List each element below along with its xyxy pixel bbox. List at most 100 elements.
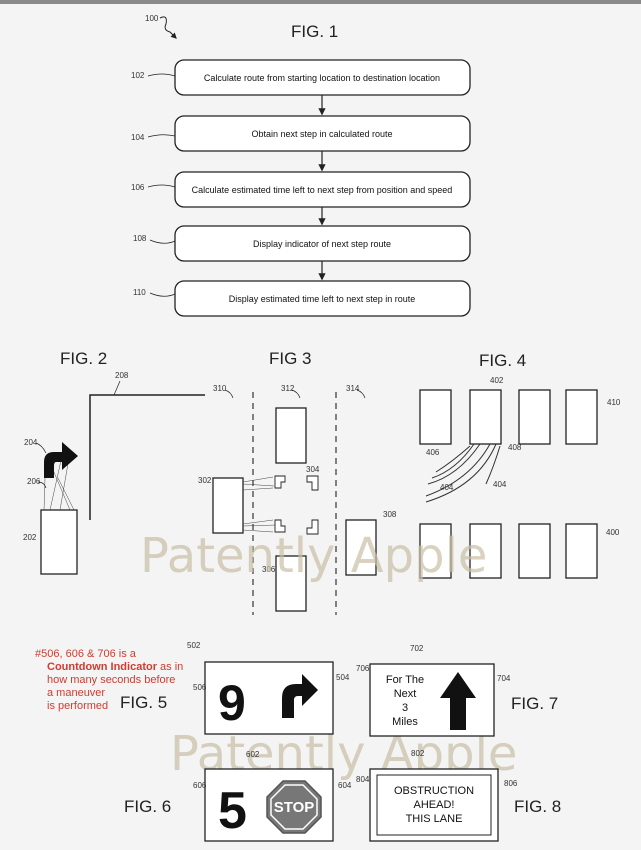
fig2: FIG. 2 208 202 204 206 xyxy=(23,349,205,575)
annotation-line-bold: Countdown Indicator as in xyxy=(47,661,183,673)
fig6-ref: 606 xyxy=(193,781,207,790)
fig3-title: FIG 3 xyxy=(269,349,312,368)
fig4-path-curves xyxy=(425,443,501,503)
fig3-projection xyxy=(242,476,277,533)
fig2-vehicle xyxy=(40,509,78,575)
watermark-text: Patently Apple xyxy=(140,528,487,584)
fig2-road-edge xyxy=(89,394,205,520)
fig7-ref: 706 xyxy=(356,664,370,673)
fig5-ref: 502 xyxy=(187,641,201,650)
flow-step-ref: 110 xyxy=(133,288,146,297)
fig4-vehicle xyxy=(469,389,502,445)
stop-sign-text: STOP xyxy=(274,799,315,816)
flow-step-108: Display indicator of next step route 108 xyxy=(133,225,471,262)
fig3: FIG 3 310 312 314 302 306 308 304 xyxy=(198,349,397,615)
fig4-ref: 408 xyxy=(508,443,522,452)
fig1: FIG. 1 100 Calculate route from starting… xyxy=(131,14,471,317)
fig4-title: FIG. 4 xyxy=(479,351,526,370)
fig8-ref: 806 xyxy=(504,779,518,788)
fig4-ref: 410 xyxy=(607,398,621,407)
fig3-ref: 308 xyxy=(383,510,397,519)
fig8-ref: 804 xyxy=(356,775,370,784)
fig8-ref: 802 xyxy=(411,749,425,758)
annotation-tail: as in xyxy=(157,661,183,673)
fig4-ref: 402 xyxy=(490,376,504,385)
fig2-ref: 202 xyxy=(23,533,37,542)
fig1-ref-squiggle xyxy=(159,16,177,39)
fig4-ref: 404 xyxy=(493,480,507,489)
straight-arrow-icon xyxy=(440,672,476,730)
annotation-line: is performed xyxy=(47,700,108,712)
fig2-ref: 206 xyxy=(27,477,41,486)
flow-step-ref: 108 xyxy=(133,234,147,243)
fig4-vehicle xyxy=(565,389,598,445)
fig7-ref: 702 xyxy=(410,644,424,653)
fig3-vehicle-self xyxy=(212,477,244,534)
fig4-vehicle xyxy=(469,523,502,579)
fig3-ref: 312 xyxy=(281,384,295,393)
lane-marker-icons xyxy=(274,475,319,535)
fig4-vehicle xyxy=(419,389,452,445)
annotation-line: a maneuver xyxy=(47,687,105,699)
fig7-text-line: 3 xyxy=(402,702,408,714)
turn-right-arrow-icon xyxy=(282,674,318,718)
fig3-vehicle-side xyxy=(345,519,377,576)
flow-step-text: Display indicator of next step route xyxy=(253,239,391,249)
fig4-vehicle xyxy=(565,523,598,579)
flow-step-102: Calculate route from starting location t… xyxy=(131,59,471,96)
turn-arrow-icon xyxy=(44,442,78,478)
flow-step-110: Display estimated time left to next step… xyxy=(133,280,471,317)
fig7-ref: 704 xyxy=(497,674,511,683)
annotation-bold: Countdown Indicator xyxy=(47,661,158,673)
fig4-vehicle xyxy=(419,523,452,579)
fig7: FIG. 7 For The Next 3 Miles 702 706 704 xyxy=(356,644,558,737)
fig7-text-line: Miles xyxy=(392,716,418,728)
fig8-text-line: OBSTRUCTION xyxy=(394,785,474,797)
fig8: FIG. 8 OBSTRUCTION AHEAD! THIS LANE 802 … xyxy=(356,749,561,842)
top-border xyxy=(0,0,641,4)
flow-step-text: Obtain next step in calculated route xyxy=(251,129,392,139)
fig4-ref: 400 xyxy=(606,528,620,537)
fig5-ref: 504 xyxy=(336,673,350,682)
fig3-ref: 310 xyxy=(213,384,227,393)
fig8-sign xyxy=(369,768,499,842)
fig2-ref: 204 xyxy=(24,438,38,447)
fig8-title: FIG. 8 xyxy=(514,797,561,816)
fig6-ref: 602 xyxy=(246,750,260,759)
countdown-annotation: #506, 606 & 706 is a Countdown Indicator… xyxy=(35,648,183,712)
fig3-vehicle-behind xyxy=(275,555,307,612)
fig1-title: FIG. 1 xyxy=(291,22,338,41)
fig7-sign xyxy=(369,663,495,737)
fig2-ref: 208 xyxy=(115,371,129,380)
fig6-title: FIG. 6 xyxy=(124,797,171,816)
fig8-text-line: AHEAD! xyxy=(414,799,455,811)
fig8-sign-inner xyxy=(376,774,492,836)
fig3-vehicle-ahead xyxy=(275,407,307,464)
flow-step-ref: 102 xyxy=(131,71,145,80)
flow-step-ref: 106 xyxy=(131,183,145,192)
stop-sign-icon xyxy=(266,780,322,834)
fig7-title: FIG. 7 xyxy=(511,694,558,713)
fig7-text-line: Next xyxy=(394,688,417,700)
flow-step-text: Calculate estimated time left to next st… xyxy=(192,185,453,195)
fig3-ref: 306 xyxy=(262,565,276,574)
annotation-line: #506, 606 & 706 is a xyxy=(35,648,137,660)
fig2-title: FIG. 2 xyxy=(60,349,107,368)
fig4-ref: 406 xyxy=(426,448,440,457)
fig6-ref: 604 xyxy=(338,781,352,790)
flow-step-104: Obtain next step in calculated route 104 xyxy=(131,115,471,152)
fig3-ref: 302 xyxy=(198,476,212,485)
countdown-number: 5 xyxy=(218,782,247,840)
annotation-line: how many seconds before xyxy=(47,674,175,686)
fig1-ref-main: 100 xyxy=(145,14,159,23)
flow-step-text: Display estimated time left to next step… xyxy=(229,294,416,304)
fig4: FIG. 4 402 410 406 408 404 404 400 xyxy=(419,351,621,579)
fig3-ref: 314 xyxy=(346,384,360,393)
fig6: FIG. 6 5 STOP 602 606 604 xyxy=(124,750,352,842)
countdown-number: 9 xyxy=(218,675,246,731)
flow-step-106: Calculate estimated time left to next st… xyxy=(131,171,471,208)
fig5: FIG. 5 9 502 506 504 xyxy=(120,641,350,735)
flow-step-text: Calculate route from starting location t… xyxy=(204,73,440,83)
fig4-vehicle xyxy=(518,389,551,445)
